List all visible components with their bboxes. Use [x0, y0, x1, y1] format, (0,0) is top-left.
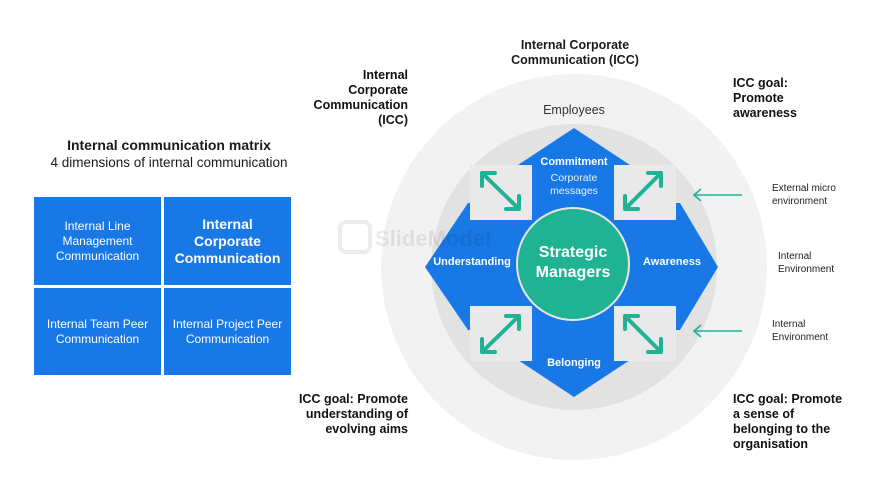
right-bottom-label: ICC goal: Promote a sense of belonging t… — [733, 392, 843, 451]
matrix-subtitle: 4 dimensions of internal communication — [50, 155, 288, 170]
arrow-left-icon-1 — [692, 188, 742, 202]
matrix-cell-team-peer: Internal Team Peer Communication — [34, 288, 161, 375]
side-label-internal-1: Internal Environment — [778, 251, 835, 275]
top-label: Internal Corporate Communication (ICC) — [511, 38, 639, 67]
center-circle — [516, 207, 630, 321]
watermark-text: SlideModel — [375, 226, 492, 251]
side-label-external: External micro environment — [772, 183, 836, 207]
awareness-label: Awareness — [643, 256, 701, 268]
matrix-cell-project-peer: Internal Project Peer Communication — [164, 288, 291, 375]
understanding-label: Understanding — [433, 256, 511, 268]
corporate-messages-label: Corporate messages — [550, 172, 598, 197]
matrix-cell-line-management: Internal Line Management Communication — [34, 197, 161, 285]
matrix-title: Internal communication matrix — [67, 137, 271, 153]
employees-label: Employees — [543, 103, 605, 117]
right-top-label: ICC goal: Promote awareness — [733, 76, 797, 120]
matrix-cell-corporate: Internal Corporate Communication — [164, 197, 291, 285]
left-bottom-label: ICC goal: Promote understanding of evolv… — [298, 392, 408, 436]
watermark-logo — [338, 220, 372, 254]
side-arrows — [692, 188, 742, 338]
side-label-internal-2: Internal Environment — [772, 319, 829, 343]
corner-square-tr — [614, 165, 676, 220]
belonging-label: Belonging — [547, 357, 601, 369]
double-arrow-icon-tr — [623, 171, 663, 211]
double-arrow-icon-bl — [480, 314, 521, 354]
arrow-left-icon-2 — [692, 324, 742, 338]
double-arrow-icon-br — [623, 314, 663, 354]
center-label: Strategic Managers — [535, 244, 611, 281]
double-arrow-icon-tl — [480, 171, 521, 211]
commitment-label: Commitment — [540, 156, 608, 168]
left-top-label: Internal Corporate Communication (ICC) — [313, 68, 408, 127]
